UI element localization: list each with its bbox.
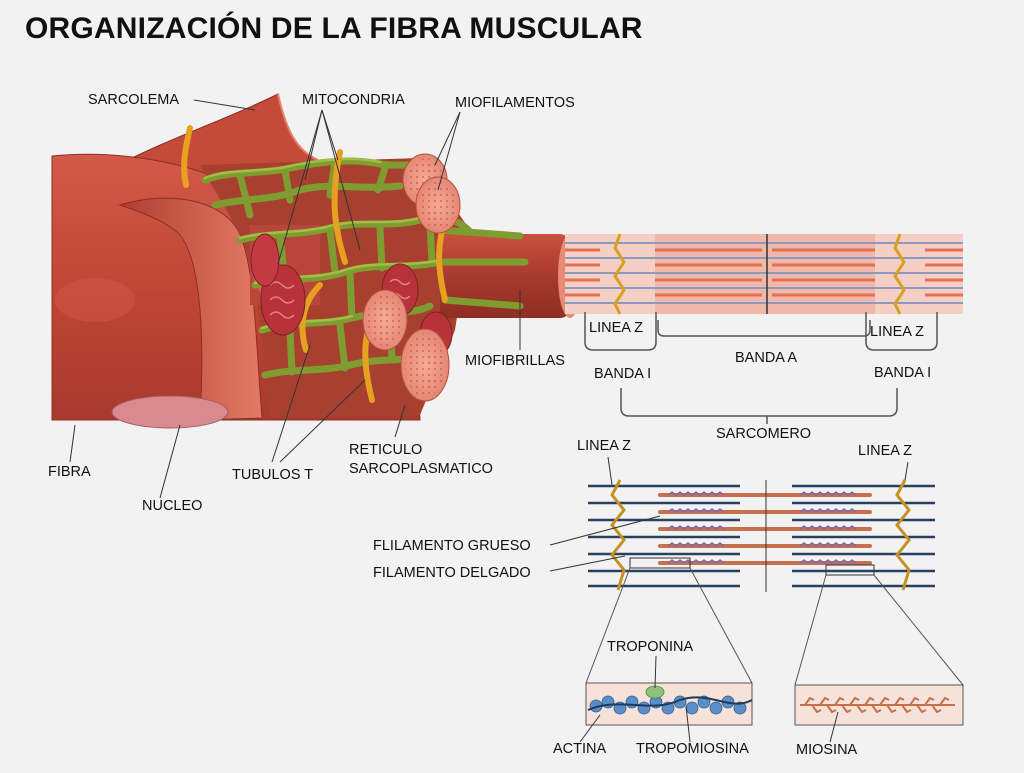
label-filamento-grueso: FLILAMENTO GRUESO [373, 538, 531, 554]
label-troponina: TROPONINA [607, 639, 694, 655]
label-filamento-delgado: FILAMENTO DELGADO [373, 565, 531, 581]
label-miofilamentos: MIOFILAMENTOS [455, 95, 575, 111]
label-sarcoplasmatico: SARCOPLASMATICO [349, 461, 493, 477]
zoom-insets [585, 567, 964, 726]
label-mitocondria: MITOCONDRIA [302, 92, 405, 108]
label-miosina: MIOSINA [796, 742, 858, 758]
label-banda-a: BANDA A [735, 350, 798, 366]
nucleus [111, 395, 229, 429]
label-sarcolema: SARCOLEMA [88, 92, 180, 108]
label-banda-i-left: BANDA I [594, 366, 652, 382]
page-title: ORGANIZACIÓN DE LA FIBRA MUSCULAR [25, 12, 643, 45]
z-line-right [893, 233, 906, 315]
myofilament-faces [362, 153, 461, 402]
z-line-right-lower [895, 479, 911, 591]
label-linea-z-lower-left: LINEA Z [577, 438, 631, 454]
fiber-cut-surface [118, 197, 263, 421]
label-fibra: FIBRA [48, 464, 91, 480]
label-tubulos-t: TUBULOS T [232, 467, 314, 483]
label-banda-i-right: BANDA I [874, 365, 932, 381]
mitochondria [250, 233, 453, 357]
label-linea-z-top-left: LINEA Z [589, 320, 643, 336]
label-nucleo: NUCLEO [142, 498, 203, 514]
filament-diagram [588, 479, 935, 592]
label-linea-z-lower-right: LINEA Z [858, 443, 912, 459]
actin-beads [589, 695, 747, 715]
label-linea-z-top-right: LINEA Z [870, 324, 924, 340]
label-actina: ACTINA [553, 741, 607, 757]
sarcomere-strip [565, 233, 963, 424]
z-line-left-lower [610, 479, 626, 591]
label-reticulo: RETICULO [349, 442, 423, 458]
label-tropomiosina: TROPOMIOSINA [636, 741, 749, 757]
z-line-left [613, 233, 626, 315]
label-sarcomero: SARCOMERO [716, 426, 812, 442]
leader-lines [69, 99, 909, 743]
label-miofibrillas: MIOFIBRILLAS [465, 353, 565, 369]
muscle-fiber-illustration [51, 93, 582, 429]
